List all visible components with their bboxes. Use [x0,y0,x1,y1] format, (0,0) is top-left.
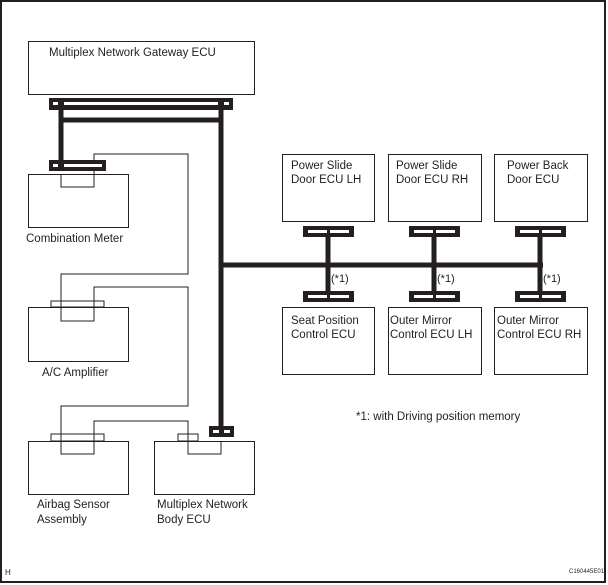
gateway-connector [49,98,233,110]
power-slide-lh-label-1: Power Slide [291,160,353,172]
body-ecu-box [154,441,255,495]
gateway-ecu-box [28,41,255,95]
connector-lh-lower [303,291,354,302]
power-slide-lh-label-2: Door ECU LH [291,174,362,186]
meter-notch [60,174,95,188]
option-marker-mirror-lh: (*1) [437,273,455,285]
body-ecu-thick-connector [209,426,234,437]
power-slide-rh-label-1: Power Slide [396,160,458,172]
power-slide-rh-label-2: Door ECU RH [396,174,469,186]
seat-position-label-1: Seat Position [291,315,359,327]
power-slide-rh-box [388,154,482,222]
body-ecu-label-2: Body ECU [157,514,211,526]
airbag-connector [50,433,105,442]
outer-mirror-rh-label-2: Control ECU RH [497,329,582,341]
power-back-door-label-2: Door ECU [507,174,560,186]
combination-meter-label: Combination Meter [26,233,124,245]
connector-back-lower [515,291,566,302]
figure-code: C160445E01 [569,569,605,575]
outer-mirror-lh-label-2: Control ECU LH [390,329,473,341]
body-ecu-label-1: Multiplex Network [157,499,248,511]
connector-rh-lower [409,291,460,302]
footnote: *1: with Driving position memory [356,411,521,423]
power-back-door-box [494,154,588,222]
option-marker-seat: (*1) [331,273,349,285]
combination-meter-box [28,174,129,228]
airbag-sensor-label-1: Airbag Sensor [37,499,110,511]
meter-connector [49,160,106,171]
thick-connectors [49,98,566,437]
outer-mirror-rh-box [494,307,588,375]
outer-mirror-rh-label-1: Outer Mirror [497,315,559,327]
seat-position-box [282,307,375,375]
serial-wire [60,153,222,455]
connector-back-upper [515,226,566,237]
airbag-sensor-box [28,441,129,495]
ac-amplifier-label: A/C Amplifier [42,367,109,379]
option-marker-mirror-rh: (*1) [543,273,561,285]
outer-mirror-lh-label-1: Outer Mirror [390,315,452,327]
power-slide-lh-box [282,154,375,222]
power-back-door-label-1: Power Back [507,160,569,172]
seat-position-label-2: Control ECU [291,329,356,341]
gateway-ecu-label: Multiplex Network Gateway ECU [49,47,216,59]
corner-mark: H [5,568,11,577]
airbag-sensor-label-2: Assembly [37,514,87,526]
connector-lh-upper [303,226,354,237]
outer-mirror-lh-box [388,307,482,375]
connector-rh-upper [409,226,460,237]
ac-amplifier-box [28,307,129,362]
bus-lines [58,104,543,430]
